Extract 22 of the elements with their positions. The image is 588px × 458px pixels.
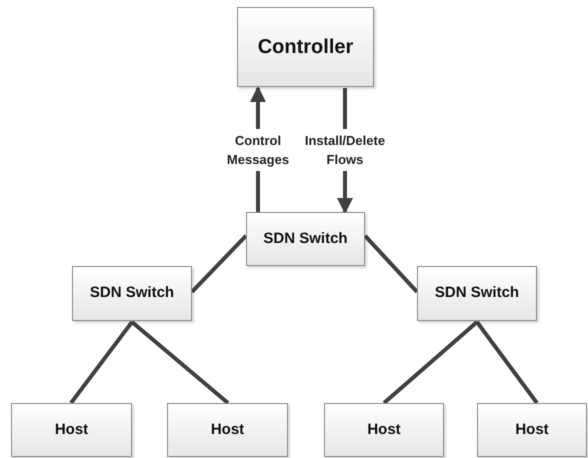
connector-line [364,234,418,294]
process-box [417,266,537,321]
process-box [167,403,288,457]
box-label: Host [54,420,88,440]
process-box [246,212,365,266]
box-label: SDN Switch [90,283,174,304]
process-box [477,403,587,457]
box-label: Host [367,420,401,440]
process-box [72,266,192,321]
box-label: Controller [258,35,354,60]
connector-line [69,320,134,404]
process-box [11,403,132,457]
process-box [324,403,444,457]
box-label: SDN Switch [263,228,348,249]
process-box [237,7,374,87]
connector-line [130,320,230,405]
connector-line [475,320,539,404]
box-label: SDN Switch [434,283,520,304]
connector-line [190,234,248,294]
box-label: Host [210,420,244,440]
connector-line [382,320,478,404]
box-label: Host [515,420,549,440]
